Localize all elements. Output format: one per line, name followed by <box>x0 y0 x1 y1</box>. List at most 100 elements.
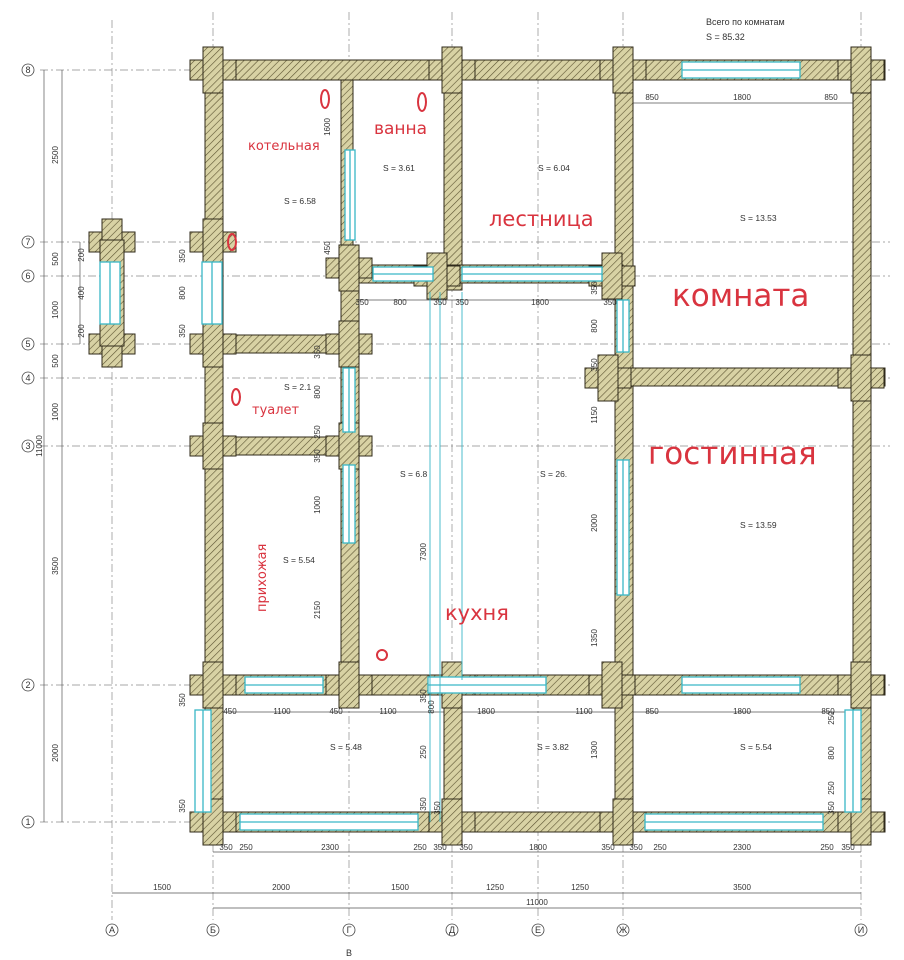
dimension-label: 850 <box>821 707 835 716</box>
area-label: S = 5.54 <box>740 742 772 752</box>
dimension-label: 1000 <box>313 496 322 514</box>
log-cross <box>612 46 634 94</box>
dimension-label: 450 <box>223 707 237 716</box>
dimension-label: 250 <box>239 843 253 852</box>
dimension-label: 350 <box>313 449 322 463</box>
dimension-label: 800 <box>827 746 836 760</box>
dimension-label: 350 <box>178 799 187 813</box>
col-axis-circle <box>616 923 630 937</box>
dimension-label: 2000 <box>590 514 599 532</box>
dimension-label: 2500 <box>51 146 60 164</box>
dimension-label: 1250 <box>486 883 504 892</box>
dimension-label: 800 <box>590 319 599 333</box>
dimension-label: 3500 <box>51 557 60 575</box>
dimension-label: 350 <box>827 801 836 815</box>
log-cross <box>202 661 224 709</box>
row-axis-circle <box>21 269 35 283</box>
dimension-label: 1800 <box>477 707 495 716</box>
log-cross <box>850 46 872 94</box>
dimension-label: 1100 <box>273 707 291 716</box>
row-axis-label: 2 <box>25 680 30 690</box>
dimension-label: 350 <box>603 298 617 307</box>
dimension-label: 200 <box>77 324 86 338</box>
dimension-label: 350 <box>219 843 233 852</box>
log-cross <box>850 661 872 709</box>
wall-segment <box>614 59 634 841</box>
dimension-label: 1150 <box>590 406 599 424</box>
room-bedroom: комната <box>672 278 809 314</box>
area-label: S = 26. <box>540 469 567 479</box>
dimension-label: 800 <box>178 286 187 300</box>
dimension-label: 850 <box>645 93 659 102</box>
dimension-label: 850 <box>824 93 838 102</box>
dimension-label: 500 <box>51 252 60 266</box>
row-axis-circle <box>21 815 35 829</box>
col-axis-circle <box>342 923 356 937</box>
row-axis-label: 1 <box>25 817 30 827</box>
row-axis-circle <box>21 235 35 249</box>
dimension-label: 250 <box>419 745 428 759</box>
col-axis-label: А <box>109 925 115 935</box>
dimension-label: 350 <box>178 249 187 263</box>
row-axis-circle <box>21 63 35 77</box>
area-label: S = 6.58 <box>284 196 316 206</box>
row-axis-circle <box>21 678 35 692</box>
col-axis-circle <box>854 923 868 937</box>
bottom-dim-lines <box>112 102 861 909</box>
dimension-label: 11000 <box>35 435 44 457</box>
room-living: гостинная <box>648 436 817 472</box>
log-cross <box>202 422 224 470</box>
dimension-label: 250 <box>653 843 667 852</box>
log-cross <box>338 244 360 292</box>
dimension-label: 350 <box>419 689 428 703</box>
dimension-label: 350 <box>433 843 447 852</box>
dimension-label: 500 <box>51 354 60 368</box>
dimension-label: 1500 <box>153 883 171 892</box>
dimension-label: 250 <box>827 781 836 795</box>
col-axis-label: И <box>858 925 864 935</box>
dimension-label: 800 <box>313 385 322 399</box>
area-label: S = 5.54 <box>283 555 315 565</box>
dimension-label: 350 <box>178 324 187 338</box>
dimension-label: 250 <box>827 711 836 725</box>
log-cross <box>597 354 619 402</box>
row-axis-label: 6 <box>25 271 30 281</box>
area-label: S = 13.59 <box>740 520 777 530</box>
dimension-label: 350 <box>601 843 615 852</box>
dimension-label: 350 <box>313 345 322 359</box>
log-cross <box>202 320 224 368</box>
log-cross <box>202 218 224 266</box>
row-axis-label: 3 <box>25 441 30 451</box>
left-dim-lines <box>43 70 81 822</box>
row-axis-label: 7 <box>25 237 30 247</box>
dimension-label: 1800 <box>529 843 547 852</box>
col-axis-label: Г <box>347 925 352 935</box>
dimension-label: 3500 <box>733 883 751 892</box>
dimension-label: 2300 <box>733 843 751 852</box>
dimension-label: 350 <box>433 298 447 307</box>
room-boiler: котельная <box>248 139 320 154</box>
log-cross <box>612 798 634 846</box>
dimension-label: 250 <box>313 425 322 439</box>
dimension-label: 800 <box>427 700 436 714</box>
summary-title: Всего по комнатам <box>706 17 785 27</box>
row-axis-circle <box>21 337 35 351</box>
row-axis-label: 5 <box>25 339 30 349</box>
room-hall: прихожая <box>255 544 270 612</box>
dimension-label: 1000 <box>51 301 60 319</box>
area-label: S = 2.1 <box>284 382 311 392</box>
row-axis-circle <box>21 371 35 385</box>
dimension-label: 11000 <box>526 898 548 907</box>
dimension-label: 350 <box>590 281 599 295</box>
room-stairs: лестница <box>489 207 594 231</box>
dimension-label: 250 <box>413 843 427 852</box>
log-cross <box>441 798 463 846</box>
log-cross <box>601 252 623 300</box>
row-axis-label: 8 <box>25 65 30 75</box>
log-cross <box>338 320 360 368</box>
area-label: S = 13.53 <box>740 213 777 223</box>
col-axis-label: Е <box>535 925 541 935</box>
